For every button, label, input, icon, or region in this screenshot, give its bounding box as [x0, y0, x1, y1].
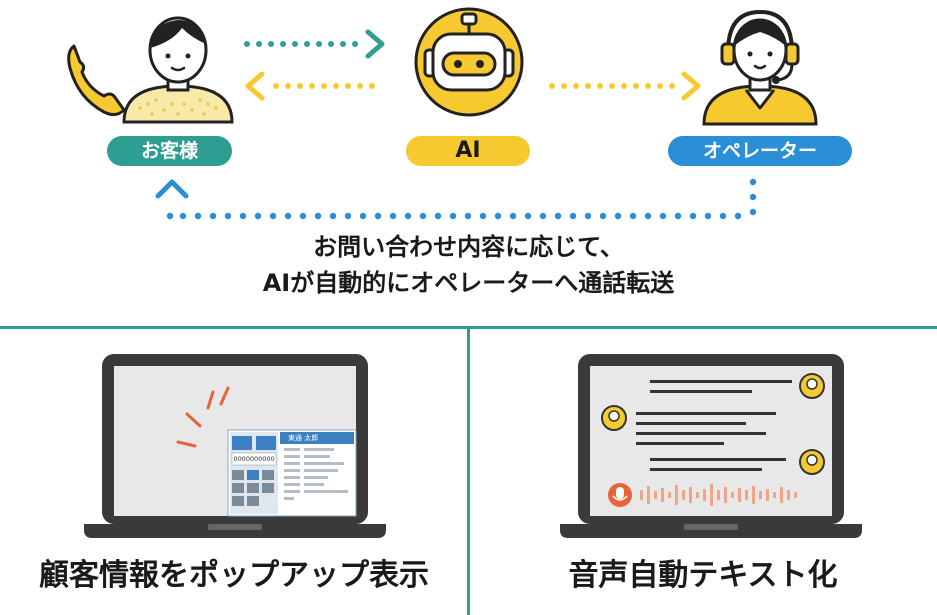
flow-diagram	[67, 7, 818, 220]
laptop-popup-illustration	[84, 354, 386, 538]
section-divider-vertical	[467, 326, 470, 615]
customer-label: お客様	[107, 136, 232, 166]
arrow-to-operator	[549, 71, 701, 101]
popup-customer-name: 東通 太郎	[288, 434, 319, 442]
caption-line-1: お問い合わせ内容に応じて、	[313, 233, 624, 261]
operator-avatar-icon	[799, 373, 825, 399]
operator-avatar-icon	[799, 449, 825, 475]
laptop-transcription-illustration	[560, 354, 862, 538]
popup-phone-number: 0000000000	[233, 455, 275, 463]
customer-popup	[227, 429, 357, 517]
microphone-icon	[608, 483, 632, 507]
robot-icon	[414, 7, 524, 117]
operator-icon	[702, 9, 818, 126]
customer-icon	[122, 16, 234, 124]
ai-label: AI	[406, 136, 530, 166]
waveform	[640, 484, 797, 506]
arrow-to-ai	[244, 29, 385, 59]
caption-line-2: AIが自動的にオペレーターへ通話転送	[262, 269, 675, 297]
phone-icon	[67, 44, 126, 117]
ringing-icon	[176, 386, 230, 448]
feature-title-popup: 顧客情報をポップアップ表示	[39, 558, 429, 593]
feature-title-transcription: 音声自動テキスト化	[568, 558, 838, 593]
operator-label: オペレーター	[668, 136, 852, 166]
return-path	[155, 178, 757, 220]
customer-avatar-icon	[601, 405, 627, 431]
arrow-to-customer	[245, 71, 375, 101]
